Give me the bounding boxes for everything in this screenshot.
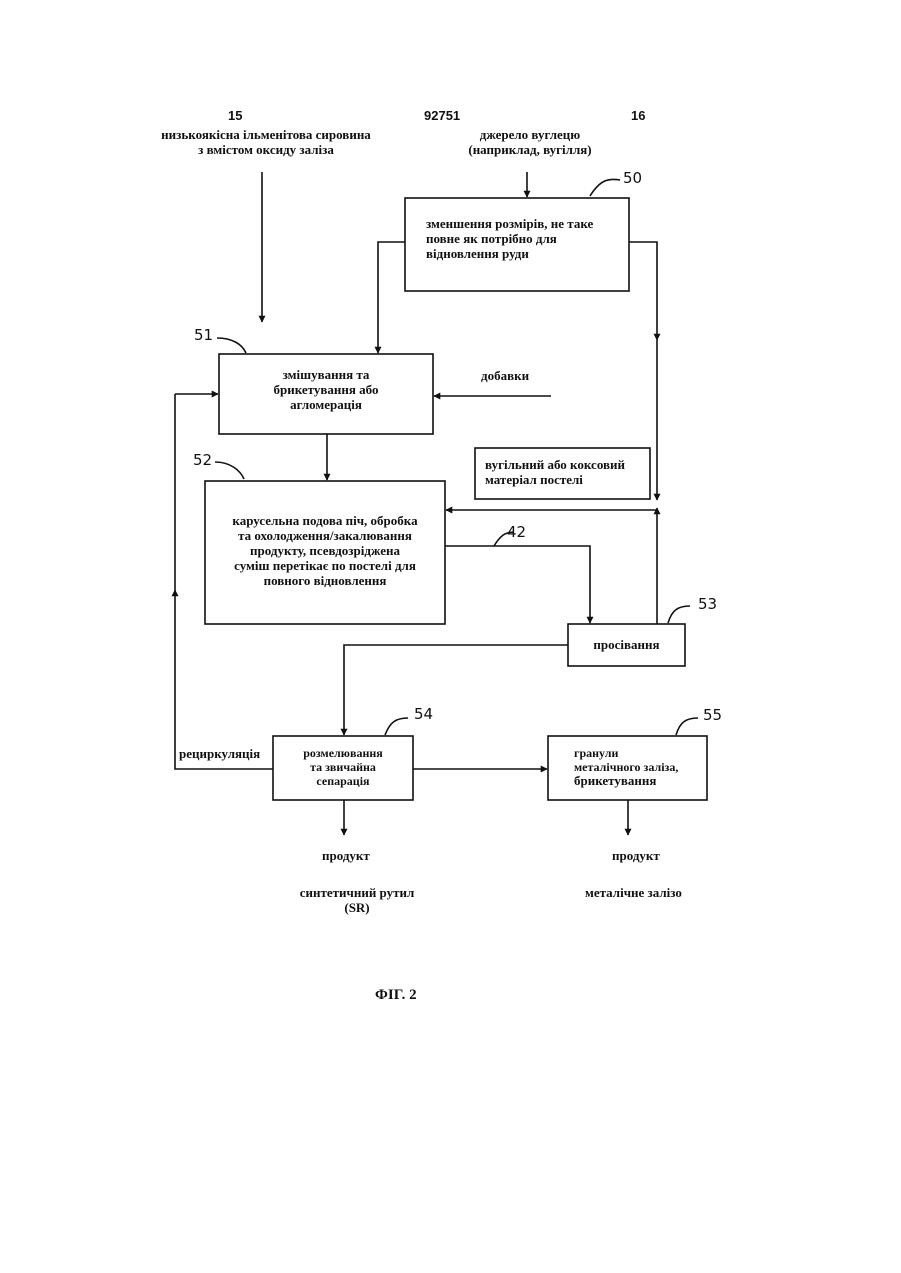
iron-text: гранули металічного заліза, брикетування bbox=[574, 746, 678, 788]
ref-55: 55 bbox=[703, 708, 722, 723]
furnace-line-4: суміш перетікає по постелі для bbox=[205, 558, 445, 573]
leader-55 bbox=[676, 718, 698, 735]
input-ore-line-2: з вмістом оксиду заліза bbox=[146, 142, 386, 157]
arrow-screening-to-grinding bbox=[344, 645, 568, 735]
furnace-line-5: повного відновлення bbox=[205, 573, 445, 588]
mixing-line-3: агломерація bbox=[219, 397, 433, 412]
bed-material-line-2: матеріал постелі bbox=[485, 472, 625, 487]
furnace-line-1: карусельна подова піч, обробка bbox=[205, 513, 445, 528]
synthetic-rutile-label: синтетичний рутил (SR) bbox=[282, 885, 432, 915]
synthetic-rutile-line-1: синтетичний рутил bbox=[282, 885, 432, 900]
iron-line-2: металічного заліза, bbox=[574, 760, 678, 774]
additives-label: добавки bbox=[481, 368, 529, 383]
input-ore-text: низькоякісна ільменітова сировина з вміс… bbox=[146, 127, 386, 157]
leader-51 bbox=[217, 338, 246, 353]
arrow-sizered-right-branch bbox=[629, 242, 657, 340]
ref-52: 52 bbox=[193, 453, 212, 468]
size-reduction-text: зменшення розмірів, не таке повне як пот… bbox=[426, 216, 593, 261]
iron-line-1: гранули bbox=[574, 746, 678, 760]
leader-52 bbox=[215, 462, 244, 479]
arrow-sizered-to-mixing bbox=[378, 242, 405, 353]
grinding-line-1: розмелювання bbox=[273, 746, 413, 760]
furnace-line-2: та охолодження/закалювання bbox=[205, 528, 445, 543]
size-reduction-line-1: зменшення розмірів, не таке bbox=[426, 216, 593, 231]
furnace-text: карусельна подова піч, обробка та охолод… bbox=[205, 513, 445, 588]
bed-material-line-1: вугільний або коксовий bbox=[485, 457, 625, 472]
grinding-line-3: сепарація bbox=[273, 774, 413, 788]
input-ore-line-1: низькоякісна ільменітова сировина bbox=[146, 127, 386, 142]
screening-text: просівання bbox=[568, 637, 685, 652]
iron-line-3: брикетування bbox=[574, 774, 678, 788]
input-carbon-line-1: джерело вуглецю bbox=[455, 127, 605, 142]
page-number-right: 16 bbox=[631, 108, 645, 123]
input-carbon-line-2: (наприклад, вугілля) bbox=[455, 142, 605, 157]
furnace-line-3: продукту, псевдозріджена bbox=[205, 543, 445, 558]
metallic-iron-label: металічне залізо bbox=[585, 885, 682, 900]
grinding-text: розмелювання та звичайна сепарація bbox=[273, 746, 413, 788]
leader-50 bbox=[590, 179, 620, 196]
page-number-left: 15 bbox=[228, 108, 242, 123]
leader-54 bbox=[385, 718, 408, 735]
grinding-line-2: та звичайна bbox=[273, 760, 413, 774]
synthetic-rutile-line-2: (SR) bbox=[282, 900, 432, 915]
input-carbon-text: джерело вуглецю (наприклад, вугілля) bbox=[455, 127, 605, 157]
recirculation-label: рециркуляція bbox=[179, 746, 260, 761]
ref-53: 53 bbox=[698, 597, 717, 612]
size-reduction-line-2: повне як потрібно для bbox=[426, 231, 593, 246]
ref-50: 50 bbox=[623, 171, 642, 186]
ref-51: 51 bbox=[194, 328, 213, 343]
patent-number: 92751 bbox=[424, 108, 460, 123]
product-left-label: продукт bbox=[322, 848, 370, 863]
leader-53 bbox=[668, 606, 690, 623]
ref-42: 42 bbox=[507, 525, 526, 540]
bed-material-text: вугільний або коксовий матеріал постелі bbox=[485, 457, 625, 487]
arrow-furnace-to-screening bbox=[445, 546, 590, 623]
mixing-text: змішування та брикетування або агломерац… bbox=[219, 367, 433, 412]
mixing-line-1: змішування та bbox=[219, 367, 433, 382]
product-right-label: продукт bbox=[612, 848, 660, 863]
line-recirculation bbox=[175, 590, 273, 769]
figure-caption: ФІГ. 2 bbox=[375, 988, 417, 1003]
ref-54: 54 bbox=[414, 707, 433, 722]
size-reduction-line-3: відновлення руди bbox=[426, 246, 593, 261]
mixing-line-2: брикетування або bbox=[219, 382, 433, 397]
